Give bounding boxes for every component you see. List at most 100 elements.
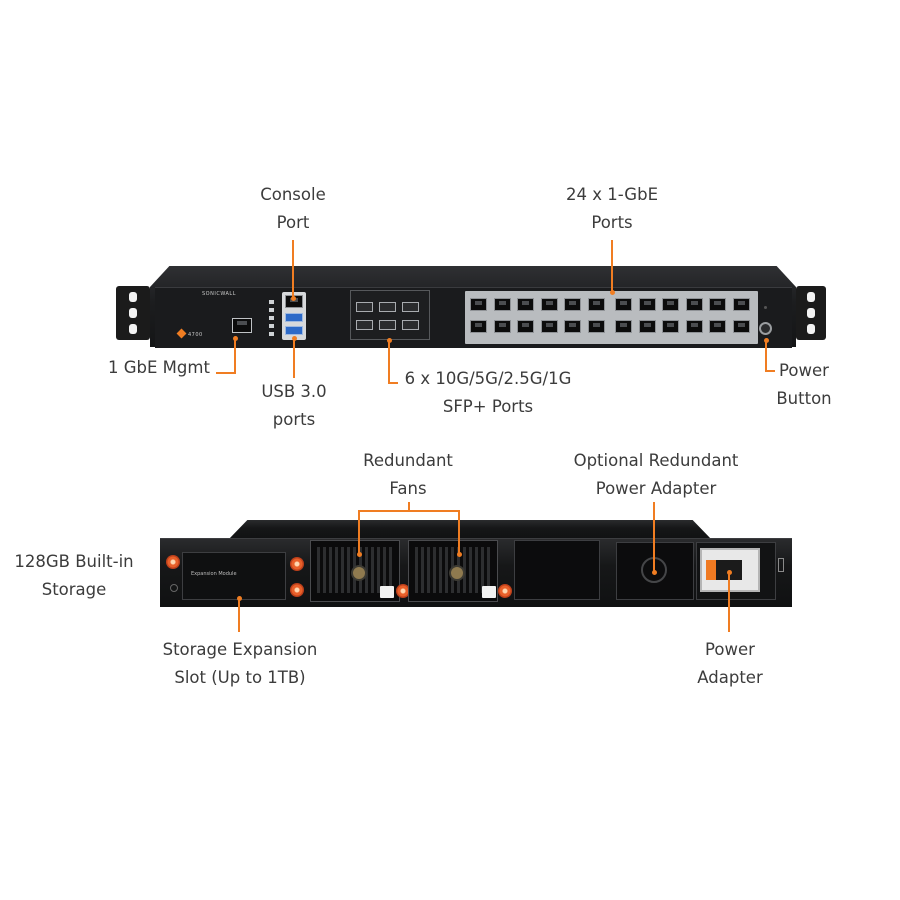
label-usb-line1: USB 3.0	[261, 382, 327, 401]
model-number: 4700	[188, 332, 203, 338]
label-console-port: Console Port	[243, 181, 343, 237]
label-gbe-line1: 24 x 1-GbE	[566, 185, 658, 204]
fans-dot-right	[457, 552, 462, 557]
rj45-port[interactable]	[615, 298, 632, 311]
gbe-leader	[611, 240, 613, 292]
rj45-port[interactable]	[615, 320, 632, 333]
label-power-adapter-line2: Adapter	[697, 668, 763, 687]
expansion-slot[interactable]: Expansion Module	[182, 552, 286, 600]
label-fans: Redundant Fans	[348, 447, 468, 503]
power-adapter-leader	[728, 572, 730, 632]
reset-hole-icon	[764, 306, 767, 309]
expansion-module-label: Expansion Module	[191, 571, 237, 577]
label-storage-line2: Storage	[41, 580, 107, 599]
rj45-port[interactable]	[709, 320, 726, 333]
rj45-port[interactable]	[732, 320, 750, 333]
fans-bracket-stem	[408, 502, 410, 511]
label-expansion: Storage Expansion Slot (Up to 1TB)	[150, 636, 330, 692]
power-leader-dot	[764, 338, 769, 343]
fan-1-screw	[396, 584, 410, 598]
rj45-port[interactable]	[662, 298, 679, 311]
rj45-port[interactable]	[493, 298, 511, 311]
label-expansion-line1: Storage Expansion	[162, 640, 318, 659]
label-power-adapter-line1: Power	[705, 640, 755, 659]
label-expansion-line2: Slot (Up to 1TB)	[174, 668, 306, 687]
sfp-port[interactable]	[379, 302, 396, 312]
label-optional-psu: Optional Redundant Power Adapter	[560, 447, 752, 503]
psu-release-clip	[706, 560, 718, 580]
label-gbe-line2: Ports	[591, 213, 633, 232]
label-mgmt-line1: 1 GbE Mgmt	[108, 358, 210, 377]
left-rack-ear	[116, 286, 150, 340]
fans-dot-left	[357, 552, 362, 557]
rj45-port[interactable]	[470, 298, 487, 311]
power-leader-v	[765, 340, 767, 372]
rear-chassis-top	[228, 520, 712, 540]
rj45-port[interactable]	[638, 298, 656, 311]
mgmt-leader-v	[234, 338, 236, 374]
sfp-leader-dot	[387, 338, 392, 343]
rj45-port[interactable]	[587, 320, 605, 333]
power-button[interactable]	[759, 322, 772, 335]
brand-logo: SONICWALL	[202, 291, 236, 297]
label-power-line2: Button	[776, 389, 832, 408]
rj45-port[interactable]	[564, 320, 581, 333]
mgmt-leader-h	[216, 372, 236, 374]
usb-port-2[interactable]	[285, 326, 303, 335]
rj45-port[interactable]	[517, 320, 534, 333]
rj45-port[interactable]	[685, 298, 703, 311]
optional-psu-leader	[653, 502, 655, 572]
label-power-adapter: Power Adapter	[680, 636, 780, 692]
label-sfp-line1: 6 x 10G/5G/2.5G/1G	[404, 369, 572, 388]
usb-leader-dot	[292, 336, 297, 341]
sfp-port[interactable]	[356, 302, 373, 312]
sfp-port[interactable]	[379, 320, 396, 330]
mgmt-leader-dot	[233, 336, 238, 341]
label-usb: USB 3.0 ports	[248, 378, 340, 434]
expansion-screw-bottom	[290, 583, 304, 597]
rj45-port[interactable]	[587, 298, 605, 311]
rj45-port[interactable]	[662, 320, 679, 333]
rj45-port[interactable]	[564, 298, 581, 311]
label-power-line1: Power	[779, 361, 829, 380]
sfp-port[interactable]	[402, 320, 419, 330]
rj45-port[interactable]	[709, 298, 726, 311]
label-console-line2: Port	[276, 213, 310, 232]
status-led-2	[269, 308, 274, 312]
rj45-port[interactable]	[470, 320, 487, 333]
optional-psu-dot	[652, 570, 657, 575]
label-gbe-ports: 24 x 1-GbE Ports	[552, 181, 672, 237]
label-usb-line2: ports	[272, 410, 316, 429]
expansion-screw-top	[290, 557, 304, 571]
sfp-leader-h	[388, 382, 398, 384]
console-leader	[292, 240, 294, 298]
label-fans-line1: Redundant	[363, 451, 453, 470]
status-led-4	[269, 324, 274, 328]
label-storage: 128GB Built-in Storage	[8, 548, 140, 604]
console-leader-dot	[291, 296, 296, 301]
gbe-leader-dot	[610, 290, 615, 295]
label-mgmt: 1 GbE Mgmt	[108, 354, 210, 382]
rj45-port[interactable]	[540, 298, 558, 311]
rj45-port[interactable]	[540, 320, 558, 333]
sfp-port[interactable]	[356, 320, 373, 330]
fan-2-screw	[498, 584, 512, 598]
storage-screw	[166, 555, 180, 569]
label-storage-line1: 128GB Built-in	[14, 552, 134, 571]
rj45-port[interactable]	[517, 298, 534, 311]
mgmt-port[interactable]	[232, 318, 252, 333]
fan-2-warning-tag	[482, 586, 496, 598]
fan-module-2	[408, 540, 498, 602]
rj45-port[interactable]	[638, 320, 656, 333]
fans-bracket-right	[458, 510, 460, 554]
label-sfp-line2: SFP+ Ports	[442, 397, 534, 416]
usb-port-1[interactable]	[285, 313, 303, 322]
sfp-leader-v	[388, 340, 390, 384]
sfp-port[interactable]	[402, 302, 419, 312]
fan-2-hub-icon	[449, 565, 465, 581]
rj45-port[interactable]	[685, 320, 703, 333]
fan-1-hub-icon	[351, 565, 367, 581]
rj45-port[interactable]	[732, 298, 750, 311]
fans-bracket-top	[358, 510, 460, 512]
rj45-port[interactable]	[493, 320, 511, 333]
